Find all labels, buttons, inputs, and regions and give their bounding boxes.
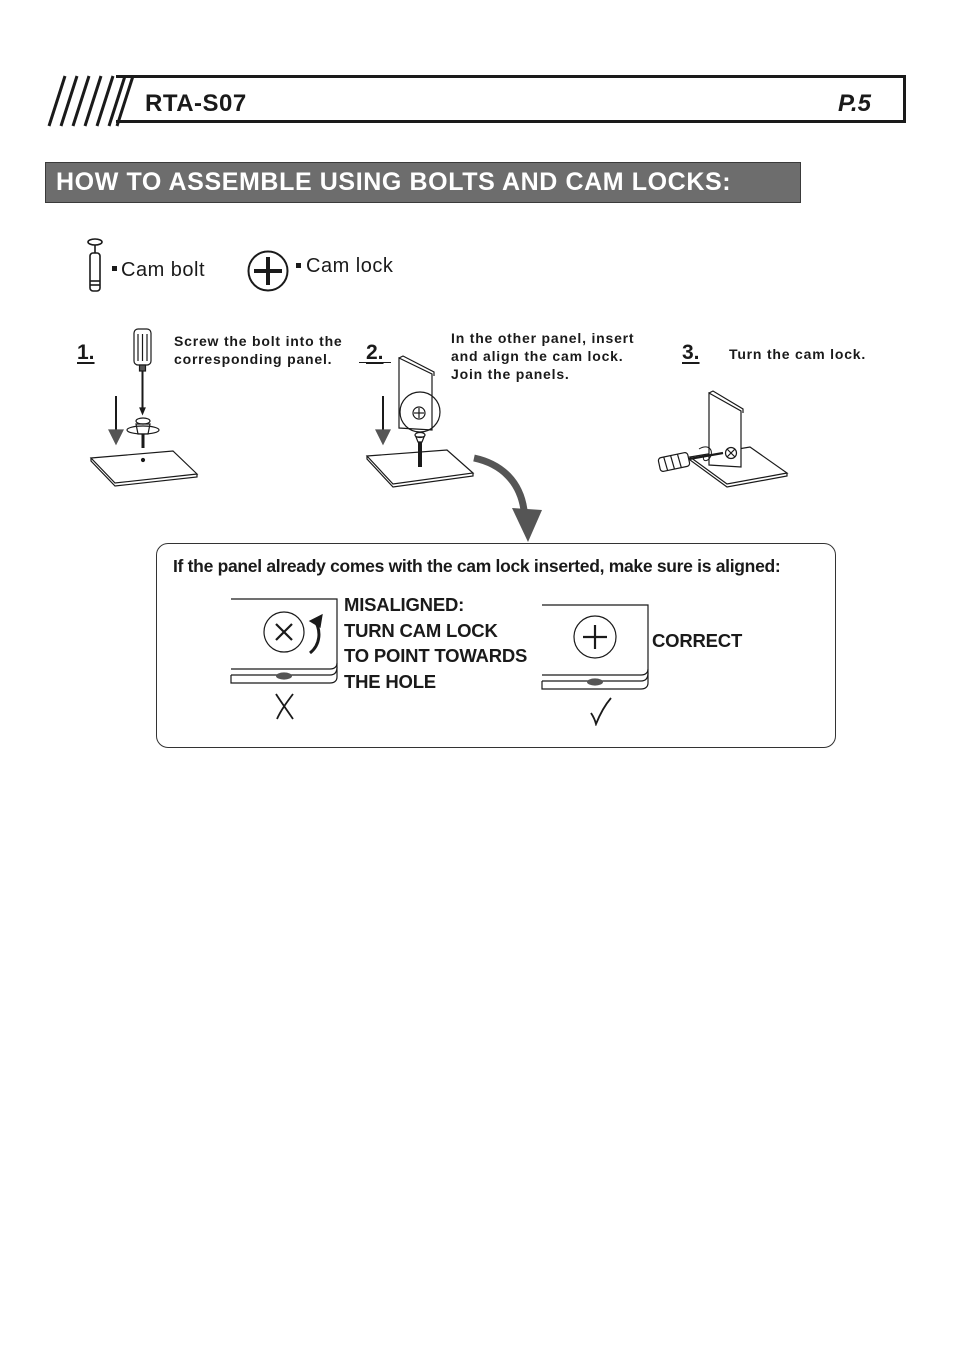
misaligned-line: MISALIGNED:	[344, 594, 465, 615]
step-2-underline	[359, 362, 391, 363]
step-3-instructions: Turn the cam lock.	[729, 345, 866, 363]
step-2-instructions: In the other panel, insert and align the…	[451, 329, 634, 383]
section-title: HOW TO ASSEMBLE USING BOLTS AND CAM LOCK…	[56, 168, 732, 196]
step-1-instructions: Screw the bolt into the corresponding pa…	[174, 332, 343, 368]
cam-bolt-icon	[87, 238, 103, 292]
step-3-number: 3.	[682, 341, 700, 364]
alignment-notice-box	[156, 543, 836, 748]
alignment-notice-text: If the panel already comes with the cam …	[173, 556, 781, 576]
page-number: P.5	[838, 90, 871, 117]
header-stripes-decoration	[47, 75, 135, 127]
step-2-number: 2.	[366, 341, 384, 364]
misaligned-line: TO POINT TOWARDS	[344, 645, 528, 666]
down-arrow-icon	[108, 396, 124, 446]
step-1-line: Screw the bolt into the	[174, 333, 343, 349]
model-number: RTA-S07	[145, 90, 247, 117]
legend-bullet	[296, 263, 301, 268]
cam-lock-icon	[247, 250, 289, 292]
rotate-arrow-icon	[308, 613, 323, 655]
section-banner	[45, 162, 801, 203]
misaligned-panel-illustration	[230, 598, 338, 684]
misaligned-instructions: MISALIGNED: TURN CAM LOCK TO POINT TOWAR…	[344, 592, 527, 694]
step-1-number: 1.	[77, 341, 95, 364]
step-3-line: Turn the cam lock.	[729, 346, 867, 362]
check-mark-icon	[590, 697, 612, 726]
step-2-line: and align the cam lock.	[451, 348, 624, 364]
misaligned-line: THE HOLE	[344, 670, 436, 692]
screwdriver-icon	[133, 328, 152, 416]
plus-lock-icon	[573, 615, 617, 659]
misaligned-line: TURN CAM LOCK	[344, 619, 498, 641]
legend-bullet	[112, 266, 117, 271]
step-2-illustration	[365, 355, 542, 542]
step-1-illustration	[89, 328, 199, 487]
cam-bolt-label: Cam bolt	[121, 259, 206, 281]
down-arrow-icon	[375, 396, 391, 446]
correct-panel-illustration	[541, 604, 649, 690]
step-3-illustration	[657, 390, 789, 488]
cross-lock-icon	[263, 611, 305, 653]
step-2-line: Join the panels.	[451, 366, 570, 382]
step-1-line: corresponding panel.	[174, 351, 333, 367]
cross-mark-icon	[275, 693, 294, 720]
step-2-line: In the other panel, insert	[451, 330, 635, 346]
correct-label: CORRECT	[652, 630, 743, 651]
cam-lock-label: Cam lock	[306, 255, 394, 277]
screwdriver-icon	[657, 446, 724, 473]
header-frame	[116, 75, 906, 123]
curved-arrow-icon	[473, 454, 542, 542]
